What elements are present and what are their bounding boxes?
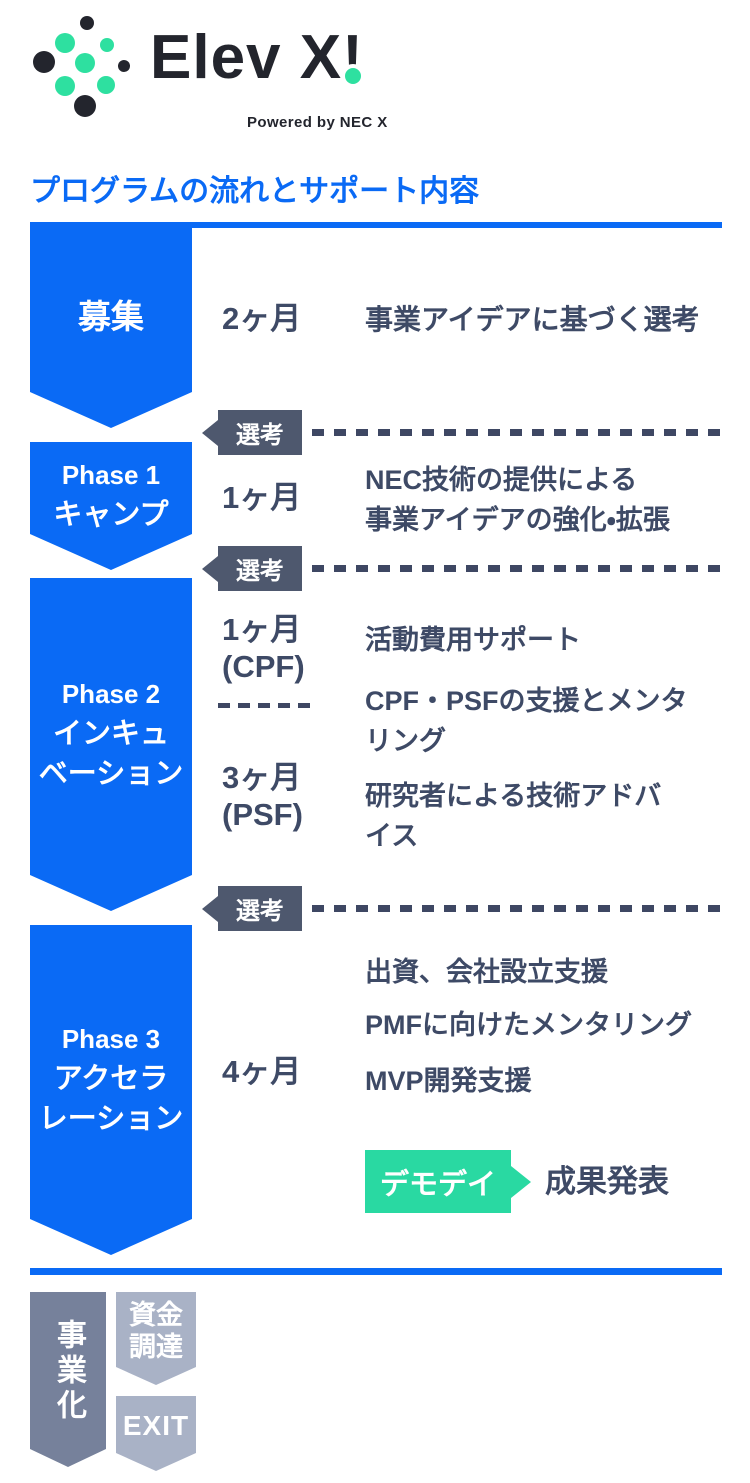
duration-phase2-cpf: 1ヶ月 (CPF) bbox=[222, 611, 305, 685]
selection-badge-3: 選考 bbox=[218, 886, 302, 931]
stage-arrow-phase1-camp: Phase 1 キャンプ bbox=[30, 442, 192, 570]
stage-name: 募集 bbox=[78, 298, 144, 335]
support-phase2-item3: 研究者による技術アドバ イス bbox=[365, 776, 661, 856]
support-line: NEC技術の提供による bbox=[365, 465, 638, 495]
support-recruitment: 事業アイデアに基づく選考 bbox=[365, 304, 700, 335]
support-phase2-item1: 活動費用サポート bbox=[365, 625, 581, 655]
duration-line: 1ヶ月 bbox=[222, 612, 302, 647]
demo-day-badge: デモデイ bbox=[365, 1150, 511, 1213]
support-phase3-item2: PMFに向けたメンタリング bbox=[365, 1010, 692, 1040]
banner-label: 事業化 bbox=[52, 1319, 85, 1424]
phase-label: Phase 3 bbox=[61, 1024, 161, 1054]
logo-dot-icon bbox=[33, 51, 55, 73]
logo-dot-icon bbox=[55, 76, 75, 96]
stage-arrow-phase2-incubation: Phase 2 インキュ ベーション bbox=[30, 578, 192, 911]
logo-dot-icon bbox=[80, 16, 94, 30]
banner-exit: EXIT bbox=[116, 1396, 196, 1471]
support-phase2-item2: CPF・PSFの支援とメンタ リング bbox=[365, 681, 688, 761]
cpf-psf-divider bbox=[218, 703, 310, 708]
support-phase3-item1: 出資、会社設立支援 bbox=[365, 957, 608, 987]
stage-name: アクセラ bbox=[53, 1063, 169, 1095]
demo-day-result: 成果発表 bbox=[545, 1164, 669, 1199]
duration-phase1: 1ヶ月 bbox=[222, 480, 302, 515]
phase-label: Phase 2 bbox=[61, 678, 161, 709]
support-phase3-item3: MVP開発支援 bbox=[365, 1066, 532, 1096]
stage-name: ベーション bbox=[38, 757, 184, 790]
page-title: プログラムの流れとサポート内容 bbox=[30, 175, 480, 208]
wordmark-exclamation: ! bbox=[342, 23, 364, 92]
logo-dot-icon bbox=[97, 76, 115, 94]
duration-phase3: 4ヶ月 bbox=[222, 1054, 302, 1089]
duration-line: 3ヶ月 bbox=[222, 760, 302, 795]
selection-badge-2: 選考 bbox=[218, 546, 302, 591]
stage-name: レーション bbox=[38, 1103, 184, 1135]
top-rule bbox=[30, 222, 722, 228]
banner-label-line: 資金 bbox=[129, 1299, 183, 1330]
support-phase1: NEC技術の提供による 事業アイデアの強化・拡張 bbox=[365, 460, 670, 540]
support-line: イス bbox=[365, 821, 419, 851]
stage-arrow-phase3-acceleration: Phase 3 アクセラ レーション bbox=[30, 925, 192, 1255]
logo-dot-icon bbox=[55, 33, 75, 53]
duration-recruitment: 2ヶ月 bbox=[222, 301, 302, 336]
banner-fundraising: 資金 調達 bbox=[116, 1292, 196, 1385]
wordmark-text: Elev X bbox=[150, 23, 343, 92]
selection-divider-2 bbox=[312, 565, 720, 572]
banner-label-line: 調達 bbox=[129, 1331, 183, 1362]
stage-arrow-recruitment: 募集 bbox=[30, 228, 192, 428]
stage-name: キャンプ bbox=[53, 499, 169, 531]
banner-label: EXIT bbox=[122, 1409, 190, 1441]
duration-line: (PSF) bbox=[222, 797, 303, 832]
banner-commercialization: 事業化 bbox=[30, 1292, 106, 1467]
logo-dot-icon bbox=[100, 38, 114, 52]
selection-badge-1: 選考 bbox=[218, 410, 302, 455]
selection-divider-3 bbox=[312, 905, 720, 912]
elevx-wordmark: Elev X! bbox=[150, 22, 364, 93]
bottom-rule bbox=[30, 1268, 722, 1275]
phase-label: Phase 1 bbox=[61, 460, 161, 490]
logo-dot-icon bbox=[75, 53, 95, 73]
support-line: 研究者による技術アドバ bbox=[365, 781, 662, 811]
duration-phase2-psf: 3ヶ月 (PSF) bbox=[222, 759, 303, 833]
support-line: 事業アイデアの強化・拡張 bbox=[365, 505, 670, 535]
logo-dot-icon bbox=[74, 95, 96, 117]
powered-by-label: Powered by NEC X bbox=[247, 114, 388, 131]
logo-dot-icon bbox=[118, 60, 130, 72]
support-line: CPF・PSFの支援とメンタ bbox=[365, 686, 688, 716]
selection-divider-1 bbox=[312, 429, 720, 436]
stage-name: インキュ bbox=[52, 717, 169, 750]
support-line: リング bbox=[365, 726, 446, 756]
duration-line: (CPF) bbox=[222, 649, 305, 684]
